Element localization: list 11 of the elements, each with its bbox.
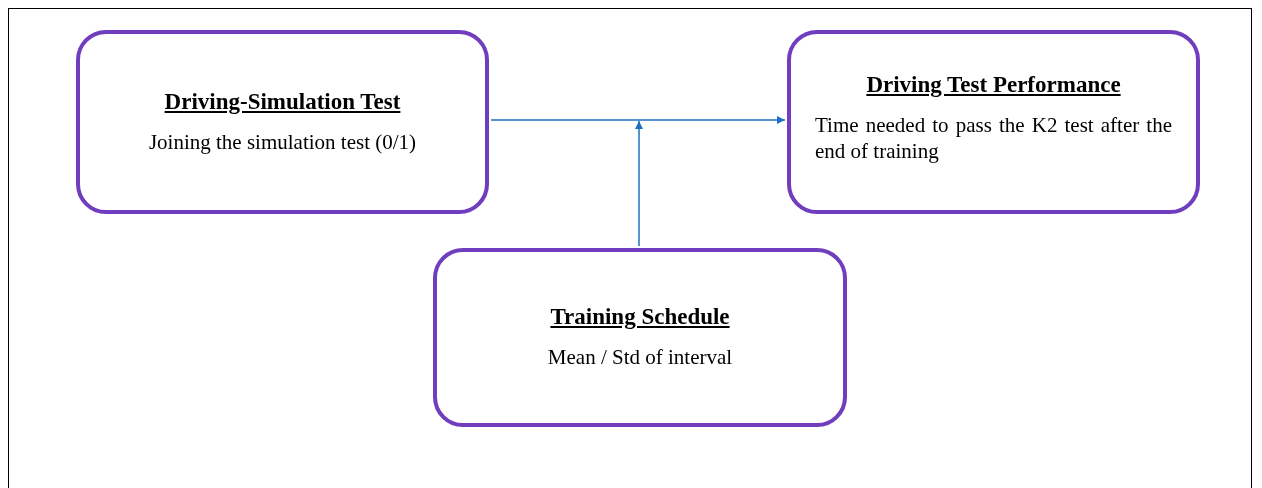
- box-description: Time needed to pass the K2 test after the end of training: [815, 112, 1172, 165]
- arrow: [490, 116, 786, 124]
- arrow: [635, 120, 643, 247]
- process-box: [76, 30, 489, 214]
- box-description: Joining the simulation test (0/1): [148, 128, 417, 156]
- box-title: Driving-Simulation Test: [164, 88, 401, 115]
- box-title: Training Schedule: [550, 304, 730, 331]
- box-description: Mean / Std of interval: [547, 344, 733, 371]
- process-box: [433, 248, 847, 427]
- box-title: Driving Test Performance: [866, 72, 1121, 98]
- process-box: [787, 30, 1200, 214]
